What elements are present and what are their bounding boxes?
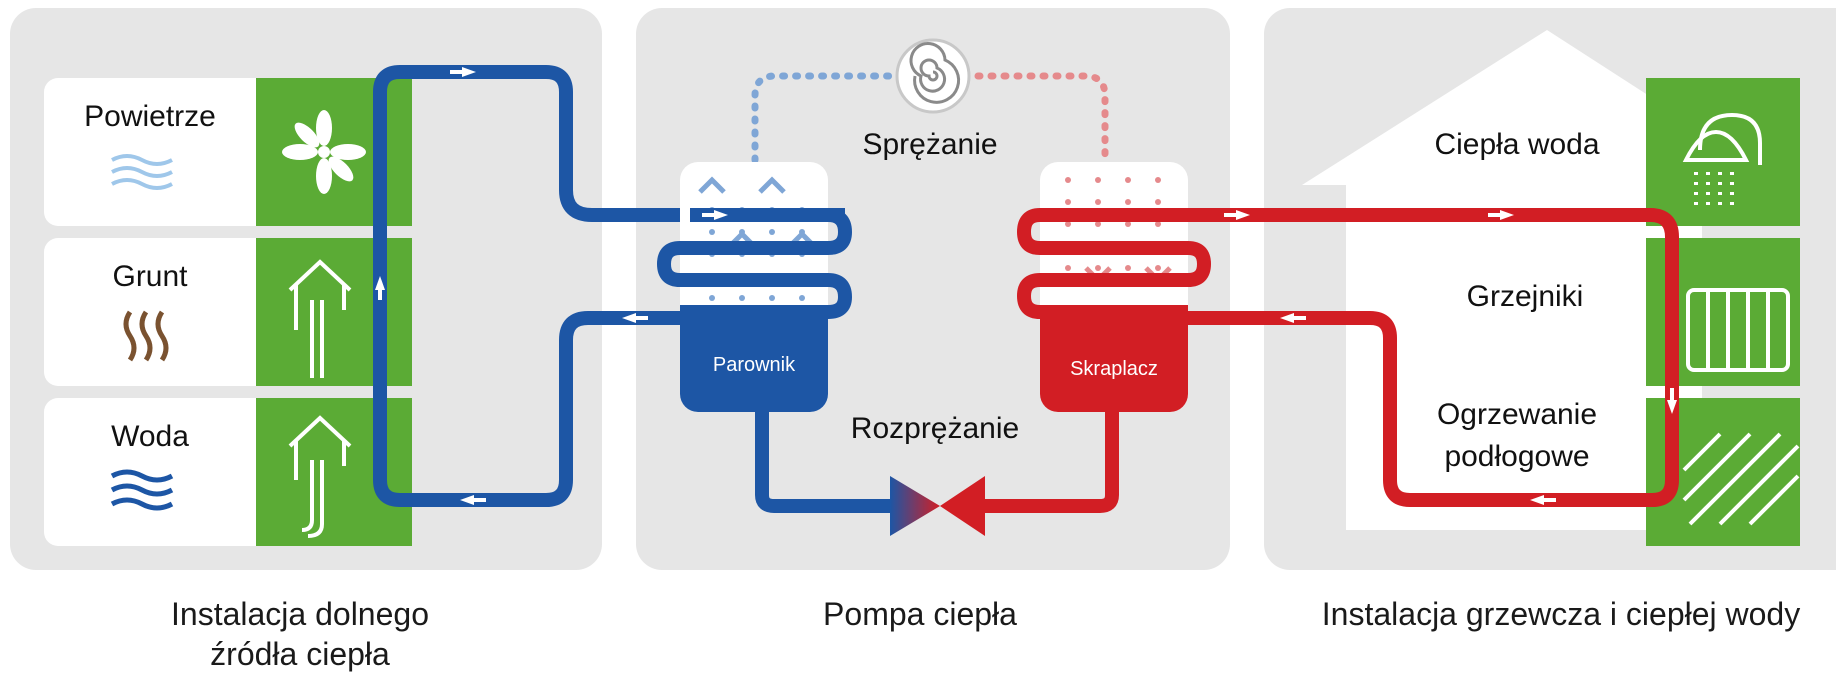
shower-icon: [1682, 112, 1762, 210]
caption-source: Instalacja dolnego źródła ciepła: [110, 594, 490, 674]
water-waves-icon: [110, 469, 174, 511]
condenser-label: Skraplacz: [1070, 358, 1158, 380]
caption-source-line-1: Instalacja dolnego: [171, 596, 429, 632]
shower-tile: [1646, 78, 1800, 226]
radiator-icon: [1686, 288, 1790, 372]
caption-source-line-2: źródła ciepła: [210, 636, 390, 672]
compression-label: Sprężanie: [862, 128, 998, 161]
caption-heat-pump: Pompa ciepła: [823, 596, 1017, 632]
ground-loop-icon: [288, 259, 352, 378]
floor-heating-line-2: podłogowe: [1444, 440, 1590, 473]
caption-heating: Instalacja grzewcza i ciepłej wody: [1321, 596, 1801, 632]
cold-refrigerant-line: [755, 400, 890, 513]
floor-heating-icon: [1682, 432, 1800, 526]
expansion-valve-icon: [890, 476, 985, 536]
suction-line: [751, 72, 894, 164]
source-label-water: Woda: [111, 420, 189, 453]
heating-loop: [1016, 208, 1679, 507]
expansion-label: Rozprężanie: [840, 412, 1030, 446]
floor-heating-label: Ogrzewanie podłogowe: [1412, 394, 1622, 478]
hot-water-label: Ciepła woda: [1434, 128, 1600, 161]
well-loop-icon: [288, 415, 352, 538]
source-card-water: [44, 398, 256, 546]
compressor-icon: [895, 38, 971, 114]
source-card-ground: [44, 238, 256, 386]
house-icon: [1302, 30, 1702, 530]
radiators-label: Grzejniki: [1466, 280, 1584, 313]
evaporator-coil: [656, 208, 853, 319]
evaporator-label: Parownik: [712, 354, 796, 376]
flow-arrows: [375, 67, 1677, 505]
fan-icon: [282, 110, 366, 194]
source-label-ground: Grunt: [112, 260, 188, 293]
ground-waves-icon: [123, 310, 169, 362]
discharge-line: [974, 72, 1109, 164]
source-label-air: Powietrze: [84, 100, 216, 133]
hot-refrigerant-line: [985, 400, 1119, 513]
source-card-air: [44, 78, 256, 226]
floor-heating-line-1: Ogrzewanie: [1436, 398, 1598, 431]
air-waves-icon: [111, 154, 173, 190]
